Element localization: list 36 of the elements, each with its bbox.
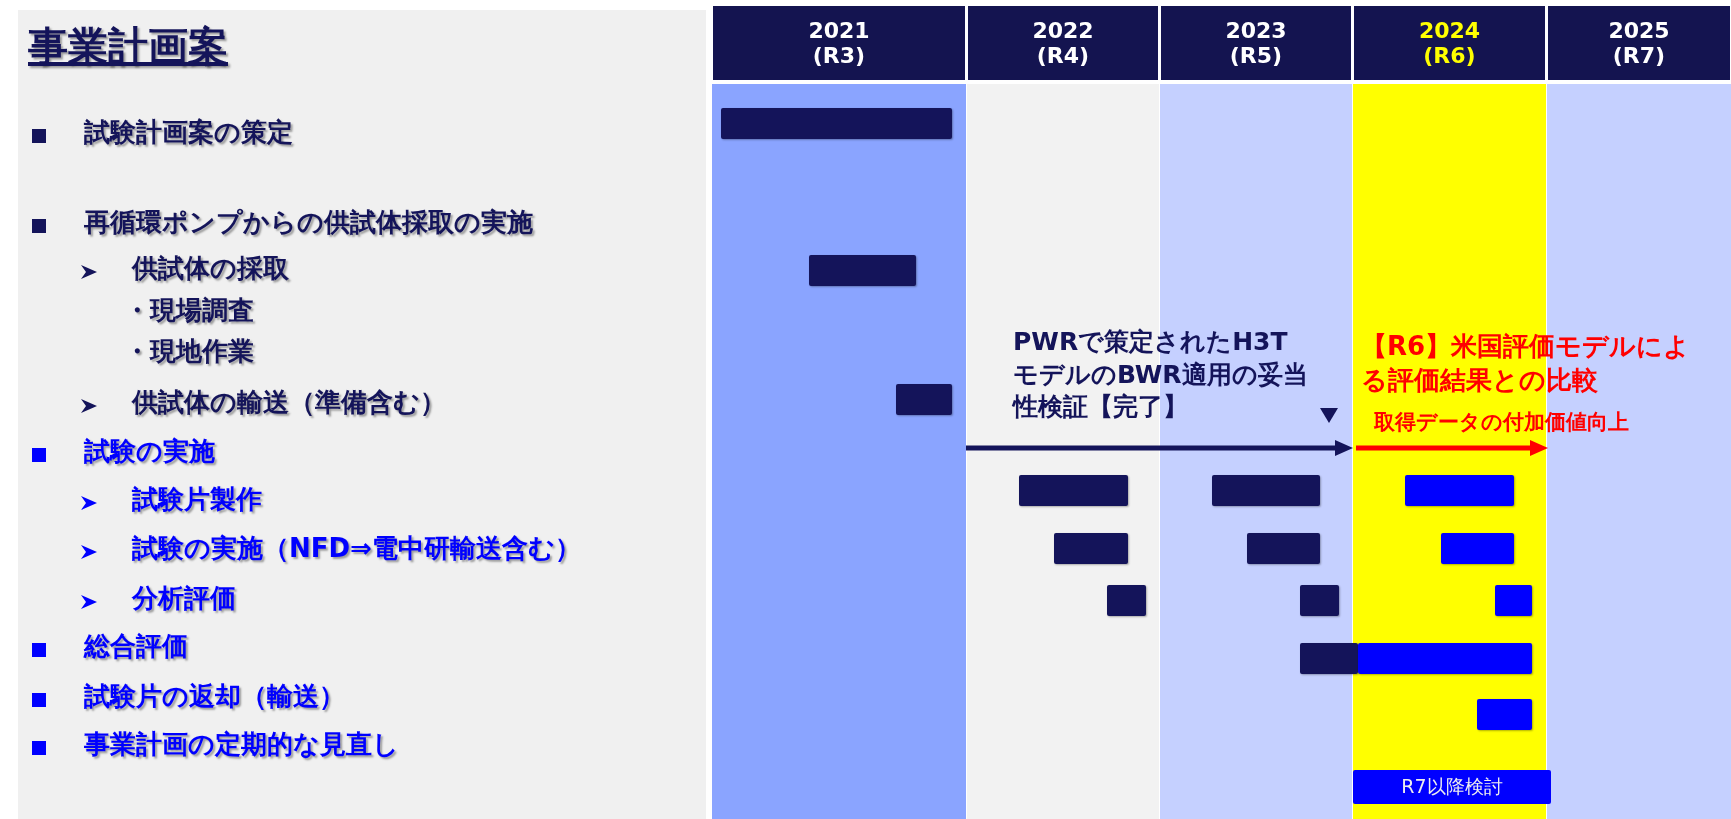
gantt-bar: [1054, 532, 1128, 564]
task-label: ・現地作業: [124, 336, 254, 368]
gantt-bar: [1358, 642, 1532, 674]
task-label: 供試体の輸送（準備含む）: [132, 387, 446, 419]
task-label: ・現場調査: [124, 295, 254, 327]
gantt-bar: [1477, 698, 1532, 730]
year-header: 2023 (R5): [1161, 6, 1351, 80]
task-label: 再循環ポンプからの供試体採取の実施: [84, 207, 533, 239]
gantt-bar: [1212, 474, 1320, 506]
page-title: 事業計画案: [28, 22, 228, 70]
gantt-bar: [1441, 532, 1514, 564]
year-header: 2021 (R3): [713, 6, 965, 80]
gantt-bar: [1495, 584, 1532, 616]
task-label: 試験の実施: [84, 436, 215, 468]
gantt-bar: [1019, 474, 1128, 506]
task-label: 供試体の採取: [132, 253, 289, 285]
year-header: 2022 (R4): [968, 6, 1158, 80]
gantt-bar: [1300, 642, 1358, 674]
gantt-bar: [1247, 532, 1320, 564]
task-label: 総合評価: [84, 631, 188, 663]
task-label: 試験計画案の策定: [84, 117, 293, 149]
gantt-bar: [896, 383, 952, 415]
year-header: 2024 (R6): [1354, 6, 1545, 80]
gantt-bar: [1107, 584, 1146, 616]
task-label: 試験片製作: [132, 484, 262, 516]
gantt-bar: [809, 254, 916, 286]
task-label: 試験片の返却（輸送）: [84, 681, 345, 713]
task-label: 試験の実施（NFD⇒電中研輸送含む）: [132, 533, 581, 565]
gantt-bar: [1300, 584, 1339, 616]
year-header: 2025 (R7): [1548, 6, 1730, 80]
task-label: 事業計画の定期的な見直し: [84, 729, 399, 761]
annotation-text: PWRで策定されたH3TモデルのBWR適用の妥当性検証【完了】: [1013, 326, 1309, 423]
task-label: 分析評価: [132, 583, 236, 615]
gantt-bar: [721, 107, 952, 139]
gantt-bar: [1405, 474, 1514, 506]
note-box: R7以降検討: [1353, 770, 1551, 804]
